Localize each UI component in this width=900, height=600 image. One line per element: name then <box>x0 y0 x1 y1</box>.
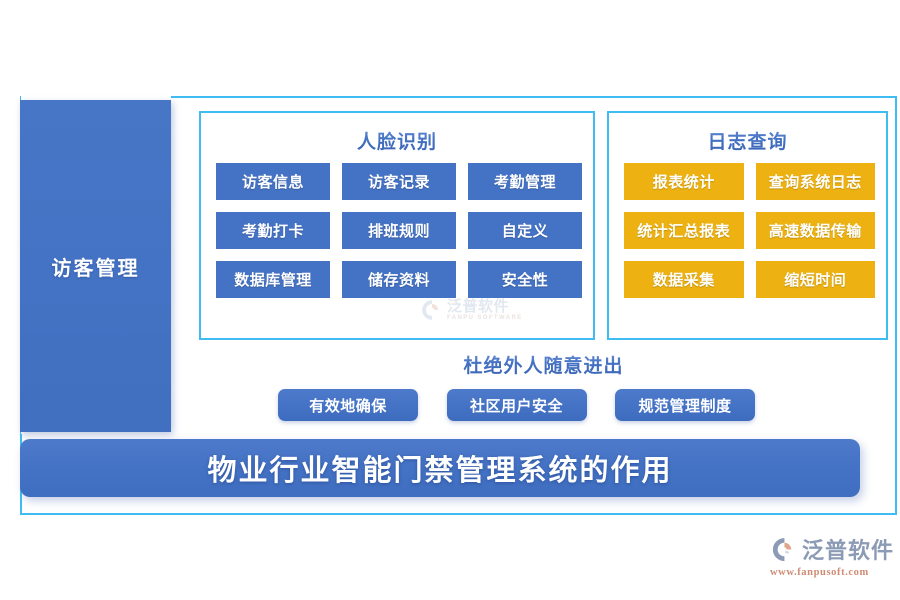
chip-visitor-record[interactable]: 访客记录 <box>342 163 456 200</box>
chip-storage-data[interactable]: 储存资料 <box>342 261 456 298</box>
brand-logo: 泛普软件 www.fanpusoft.com <box>770 533 893 585</box>
chip-query-system-log[interactable]: 查询系统日志 <box>755 163 875 200</box>
pill-community-user-safety[interactable]: 社区用户安全 <box>446 389 587 421</box>
panel-face-recognition: 人脸识别 访客信息 访客记录 考勤管理 考勤打卡 排班规则 自定义 数据库管理 … <box>199 111 595 340</box>
chip-attendance-punch[interactable]: 考勤打卡 <box>216 212 330 249</box>
pill-effective-assurance[interactable]: 有效地确保 <box>278 389 418 421</box>
sidebar-label: 访客管理 <box>51 257 140 280</box>
chip-data-collection[interactable]: 数据采集 <box>624 261 744 298</box>
chip-security[interactable]: 安全性 <box>468 261 582 298</box>
chip-visitor-info[interactable]: 访客信息 <box>216 163 330 200</box>
chip-summary-report[interactable]: 统计汇总报表 <box>624 212 744 249</box>
fanpu-logo-icon <box>772 538 792 562</box>
panel-title-face-recognition: 人脸识别 <box>201 127 593 154</box>
chip-custom[interactable]: 自定义 <box>468 212 582 249</box>
pill-standard-management-system[interactable]: 规范管理制度 <box>615 389 755 421</box>
button-grid-face-recognition: 访客信息 访客记录 考勤管理 考勤打卡 排班规则 自定义 数据库管理 储存资料 … <box>216 163 582 298</box>
bottom-banner: 物业行业智能门禁管理系统的作用 <box>20 439 860 497</box>
chip-shorten-time[interactable]: 缩短时间 <box>755 261 875 298</box>
chip-shift-rule[interactable]: 排班规则 <box>342 212 456 249</box>
bottom-banner-text: 物业行业智能门禁管理系统的作用 <box>207 455 673 487</box>
chip-attendance-mgmt[interactable]: 考勤管理 <box>468 163 582 200</box>
brand-url: www.fanpusoft.com <box>770 567 869 578</box>
pill-row: 有效地确保 社区用户安全 规范管理制度 <box>278 389 755 421</box>
chip-report-statistics[interactable]: 报表统计 <box>624 163 744 200</box>
brand-name: 泛普软件 <box>802 538 895 563</box>
button-grid-log-query: 报表统计 查询系统日志 统计汇总报表 高速数据传输 数据采集 缩短时间 <box>624 163 875 298</box>
chip-highspeed-transfer[interactable]: 高速数据传输 <box>755 212 875 249</box>
brand-row: 泛普软件 <box>770 533 893 565</box>
panel-title-log-query: 日志查询 <box>609 127 886 154</box>
panel-log-query: 日志查询 报表统计 查询系统日志 统计汇总报表 高速数据传输 数据采集 缩短时间 <box>607 111 888 340</box>
sidebar-visitor-management[interactable]: 访客管理 <box>20 100 171 432</box>
chip-database-mgmt[interactable]: 数据库管理 <box>216 261 330 298</box>
middle-heading: 杜绝外人随意进出 <box>199 351 888 378</box>
